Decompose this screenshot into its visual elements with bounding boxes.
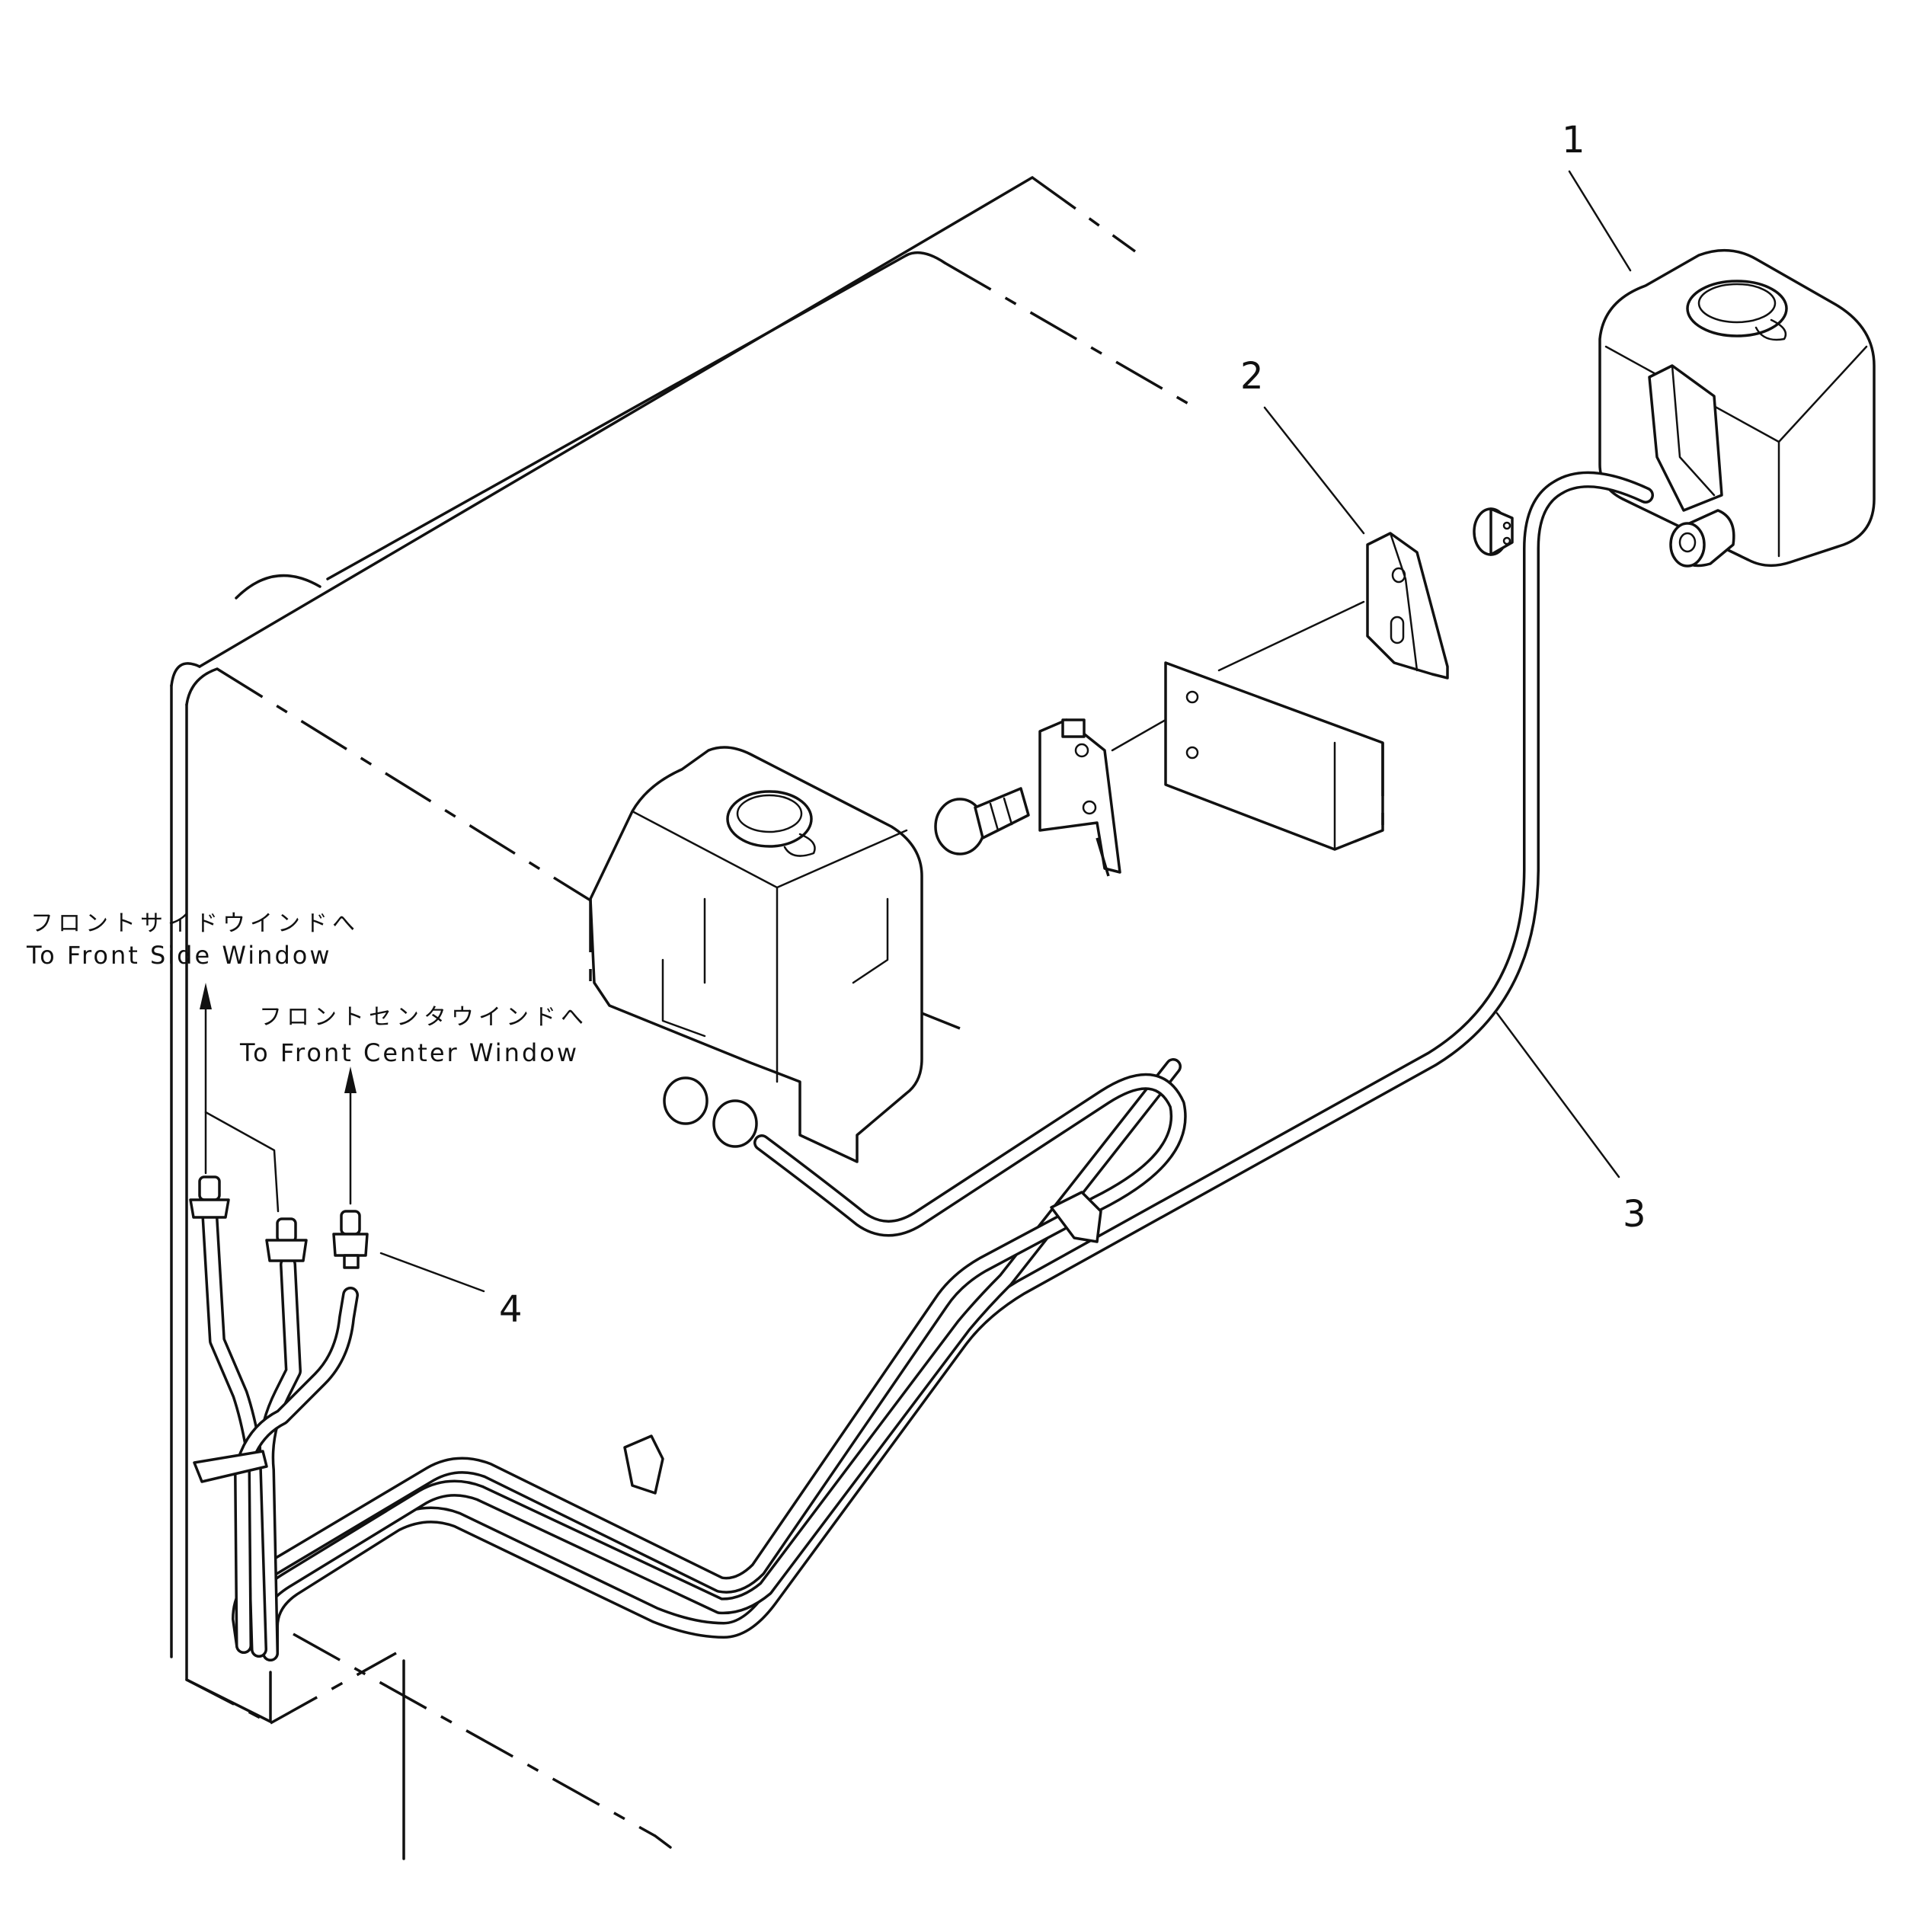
direction-arrows xyxy=(200,983,357,1213)
leader-line-1 xyxy=(1568,170,1632,272)
leader-line-4 xyxy=(379,1252,485,1293)
leader-lines xyxy=(379,170,1632,1293)
callout-1: 1 xyxy=(1562,119,1585,161)
washer-tank-part-1 xyxy=(1598,248,1876,568)
installed-washer-tank xyxy=(589,746,961,1163)
washer-hose-part-3 xyxy=(193,471,1654,1661)
nozzle-fittings xyxy=(189,1175,369,1269)
center-window-label-en: To Front Center Window xyxy=(239,1038,579,1067)
leader-line-2 xyxy=(1263,406,1365,535)
mounting-bracket-assembly xyxy=(934,507,1514,877)
callout-4: 4 xyxy=(499,1288,523,1331)
side-window-label-en: To Front Side Window xyxy=(26,941,332,970)
center-window-label-jp: フロントセンタウインドへ xyxy=(259,1004,588,1031)
cab-body xyxy=(170,176,1189,1860)
callout-3: 3 xyxy=(1623,1193,1646,1236)
side-window-label-jp: フロントサイドウインドへ xyxy=(30,910,360,937)
callout-2: 2 xyxy=(1240,355,1264,398)
leader-line-3 xyxy=(1495,1012,1620,1178)
